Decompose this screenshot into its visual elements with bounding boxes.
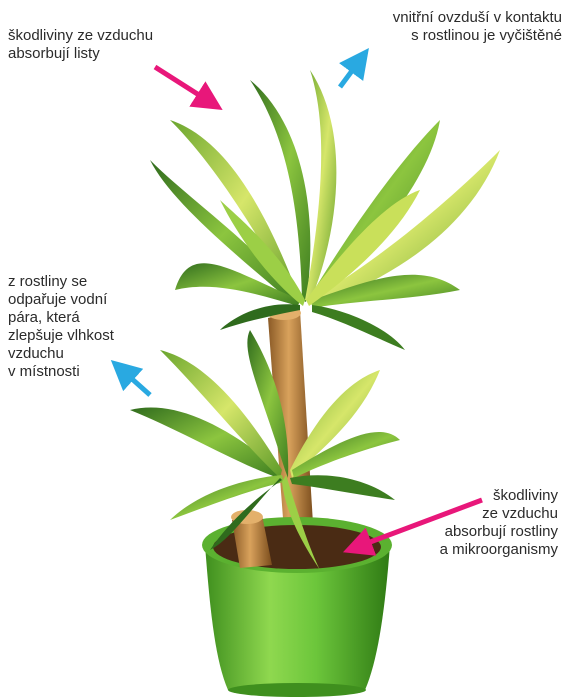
- upper-leaf-crown: [150, 70, 500, 350]
- label-line: škodliviny: [440, 487, 558, 505]
- label-line: absorbují listy: [8, 45, 153, 63]
- label-line: ze vzduchu: [440, 505, 558, 523]
- label-line: odpařuje vodní: [8, 291, 114, 309]
- humidity-arrow: [122, 370, 150, 395]
- label-line: z rostliny se: [8, 273, 114, 291]
- clean-air-arrow: [340, 60, 360, 87]
- label-clean-air: vnitřní ovzduší v kontaktu s rostlinou j…: [393, 9, 562, 45]
- label-line: s rostlinou je vyčištěné: [393, 27, 562, 45]
- label-line: vnitřní ovzduší v kontaktu: [393, 9, 562, 27]
- label-line: pára, která: [8, 309, 114, 327]
- absorb-leaves-arrow: [155, 67, 210, 102]
- label-line: absorbují rostliny: [440, 523, 558, 541]
- label-humidity: z rostliny se odpařuje vodní pára, která…: [8, 273, 114, 381]
- label-roots-absorb: škodliviny ze vzduchu absorbují rostliny…: [440, 487, 558, 559]
- label-line: vzduchu: [8, 345, 114, 363]
- label-line: v místnosti: [8, 363, 114, 381]
- label-line: zlepšuje vlhkost: [8, 327, 114, 345]
- label-line: a mikroorganismy: [440, 541, 558, 559]
- label-line: škodliviny ze vzduchu: [8, 27, 153, 45]
- label-leaves-absorb: škodliviny ze vzduchu absorbují listy: [8, 27, 153, 63]
